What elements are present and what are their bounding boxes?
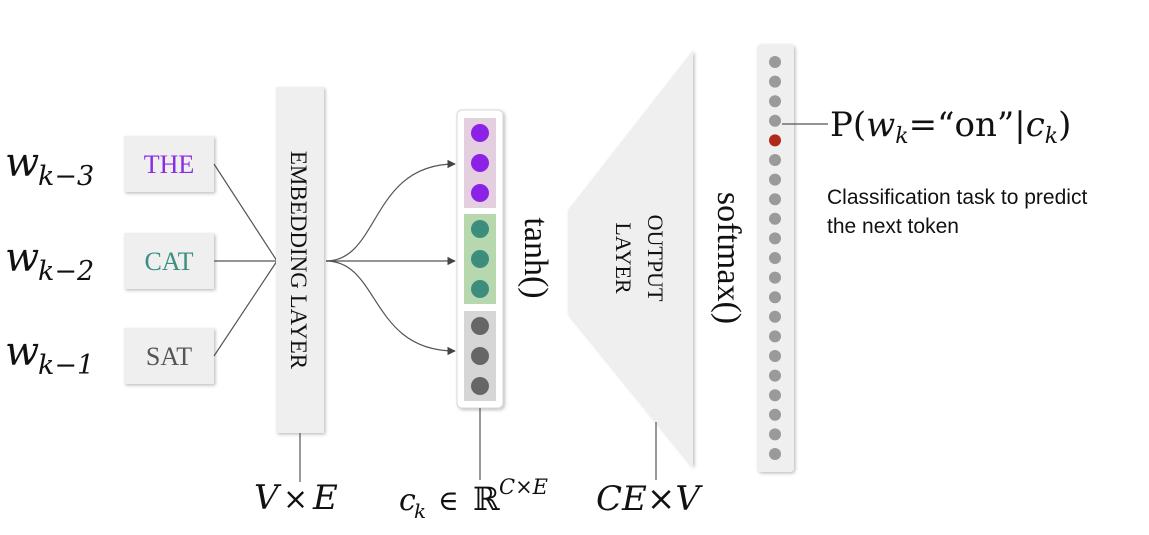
output-dot [769,75,781,88]
output-dot [769,369,781,382]
context-dot [471,377,489,395]
input-var-1: w k−3 [5,140,94,192]
caption-line-1: Classification task to predict [827,186,1087,209]
word-label: SAT [146,342,192,371]
output-dot-highlighted [769,134,781,147]
output-dot [769,193,781,206]
svg-text:ℝ: ℝ [473,480,500,518]
output-dim: CE×V [596,479,703,519]
output-layer-label-line2: LAYER [611,222,636,294]
var-sub: k−2 [38,256,94,287]
embedding-to-context-arrows [325,159,456,356]
svg-text:∈: ∈ [438,484,459,517]
output-dot [769,408,781,421]
context-dot [471,250,489,268]
var-sub: k−3 [38,161,94,192]
output-dot [769,291,781,304]
output-dot [769,428,781,441]
svg-text:c: c [399,483,416,518]
probability-expression: P(wk=“on”|ck) [830,105,1071,149]
var-base: w [5,235,39,281]
word-label: THE [144,150,195,179]
svg-text:×: × [283,482,308,517]
input-word-box-sat: SAT [124,328,214,384]
output-dot [769,114,781,127]
output-dot [769,232,781,245]
input-word-box-cat: CAT [124,233,214,289]
context-dot [471,220,489,238]
context-groups [464,118,496,401]
var-base: w [5,140,39,186]
embedding-dim: V × E [254,478,338,518]
output-layer: OUTPUT LAYER [568,50,693,467]
context-dot [471,280,489,298]
svg-text:C×E: C×E [499,475,548,499]
context-dot [471,124,489,142]
softmax-label: softmax() [710,192,747,324]
svg-text:k: k [414,499,426,523]
output-dot [769,212,781,225]
activation-label: tanh() [517,217,554,298]
var-sub: k−1 [38,350,94,381]
output-layer-label-line1: OUTPUT [643,215,668,302]
output-dot [769,252,781,264]
output-dot [769,448,781,460]
output-dot [769,350,781,362]
embedding-layer: EMBEDDING LAYER [276,87,324,433]
output-dot [769,56,781,68]
input-word-box-the: THE [124,136,214,192]
output-dot [769,310,781,323]
context-dot [471,347,489,365]
output-dot [769,330,781,343]
output-dot [769,271,781,284]
output-vector [757,44,794,472]
embedding-layer-label: EMBEDDING LAYER [286,151,311,370]
var-base: w [5,329,39,375]
output-dot [769,389,781,402]
output-dot [769,95,781,108]
word-label: CAT [144,247,193,276]
context-dim: c k ∈ ℝ C×E [399,475,548,523]
caption-line-2: the next token [827,215,959,238]
context-dot [471,154,489,172]
input-var-2: w k−2 [5,235,94,287]
context-dot [471,184,489,202]
context-vector [456,109,504,409]
input-var-3: w k−1 [5,329,94,381]
output-dot [769,154,781,166]
svg-text:V: V [254,478,282,518]
svg-text:E: E [312,478,338,518]
output-dots [769,56,781,460]
input-connectors [213,163,278,357]
output-dot [769,173,781,186]
context-dot [471,317,489,335]
